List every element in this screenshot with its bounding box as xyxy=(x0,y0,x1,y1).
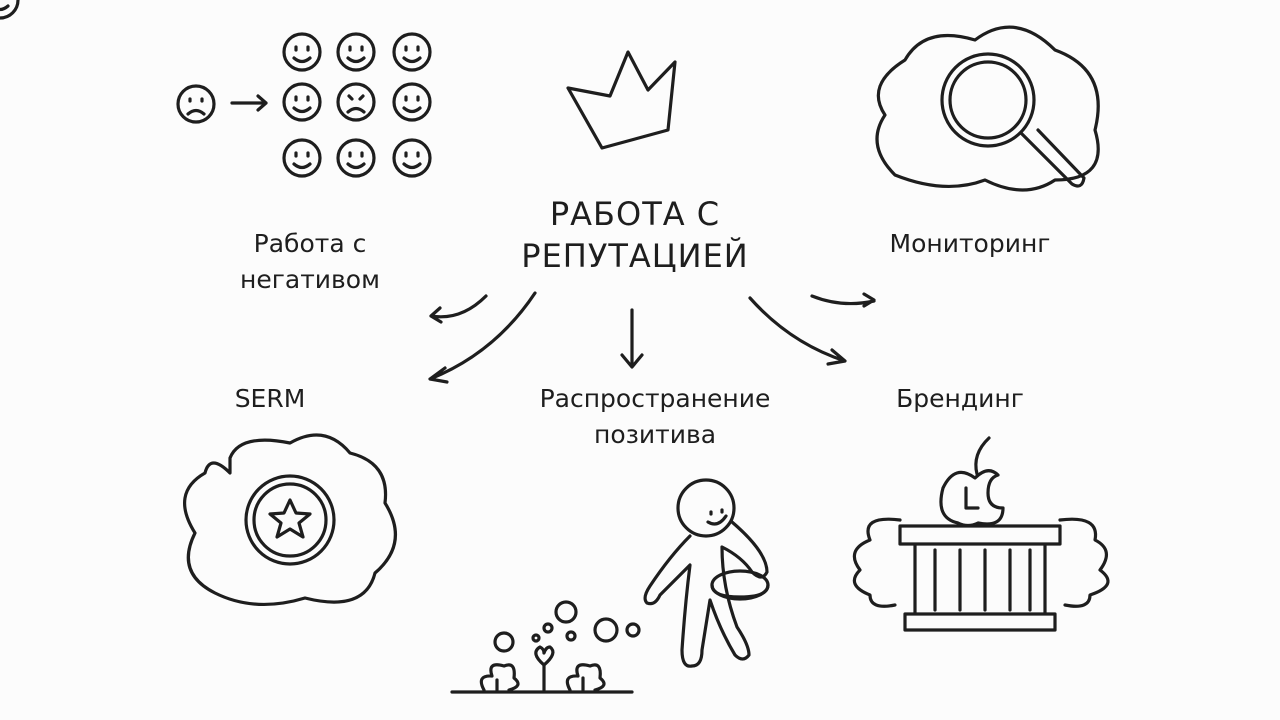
arrows xyxy=(428,291,876,384)
crown-icon xyxy=(566,50,677,150)
faces-grid-icon xyxy=(0,0,432,178)
node-label-monitoring: Мониторинг xyxy=(889,229,1051,258)
center-title: РАБОТА С РЕПУТАЦИЕЙ xyxy=(521,195,749,275)
star-badge-icon xyxy=(183,433,397,606)
person-sowing-icon xyxy=(450,478,770,694)
node-label-negative: Работа с негативом xyxy=(240,229,380,294)
node-label-positive: Распространение позитива xyxy=(539,384,771,449)
node-label-branding: Брендинг xyxy=(896,384,1024,413)
node-label-serm: SERM xyxy=(234,384,306,413)
apple-pedestal-icon xyxy=(852,436,1110,632)
magnifier-icon xyxy=(875,25,1100,192)
